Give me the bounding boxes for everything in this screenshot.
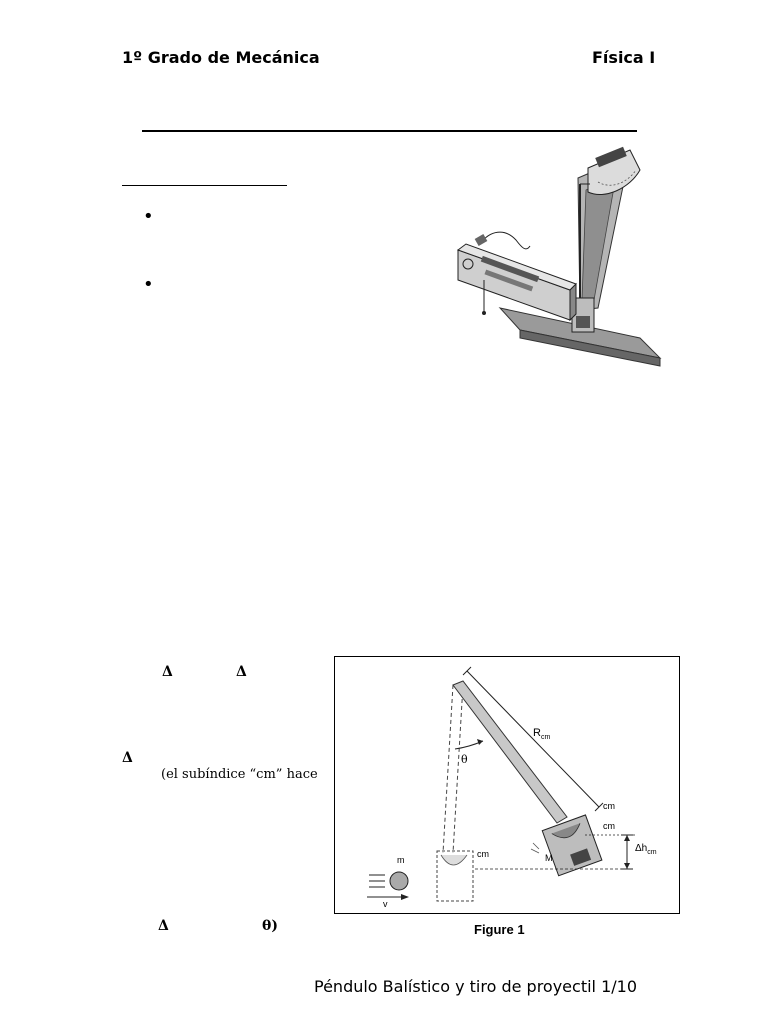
- label-r-cm: Rcm: [533, 727, 551, 742]
- label-delta-h: Δhcm: [635, 843, 657, 856]
- label-cm-mid: cm: [603, 821, 615, 831]
- subindex-note: (el subíndice “cm” hace: [161, 767, 318, 782]
- label-theta: θ: [461, 753, 468, 766]
- theta-paren: θ): [262, 918, 278, 934]
- label-cm-left: cm: [477, 849, 489, 859]
- figure-1-box: Rcm θ cm cm Δhcm M cm m v: [334, 656, 680, 914]
- ballistic-pendulum-apparatus-illustration: [456, 146, 662, 367]
- header-course: 1º Grado de Mecánica: [122, 48, 320, 67]
- delta-symbol-1: Δ: [162, 664, 173, 680]
- title-rule: [142, 130, 637, 132]
- label-velocity: v: [383, 899, 388, 909]
- delta-symbol-4: Δ: [158, 918, 169, 934]
- label-m-capital: M: [545, 853, 553, 863]
- delta-symbol-3: Δ: [122, 750, 133, 766]
- footer-page-title: Péndulo Balístico y tiro de proyectil 1/…: [314, 977, 637, 996]
- label-cm-top: cm: [603, 801, 615, 811]
- delta-symbol-2: Δ: [236, 664, 247, 680]
- section-rule: [122, 185, 287, 186]
- bullet-1: •: [143, 206, 154, 227]
- figure-caption: Figure 1: [474, 922, 525, 937]
- bullet-2: •: [143, 274, 154, 295]
- label-ball-m: m: [397, 855, 405, 865]
- header-subject: Física I: [592, 48, 656, 67]
- ballistic-pendulum-diagram: [367, 666, 635, 902]
